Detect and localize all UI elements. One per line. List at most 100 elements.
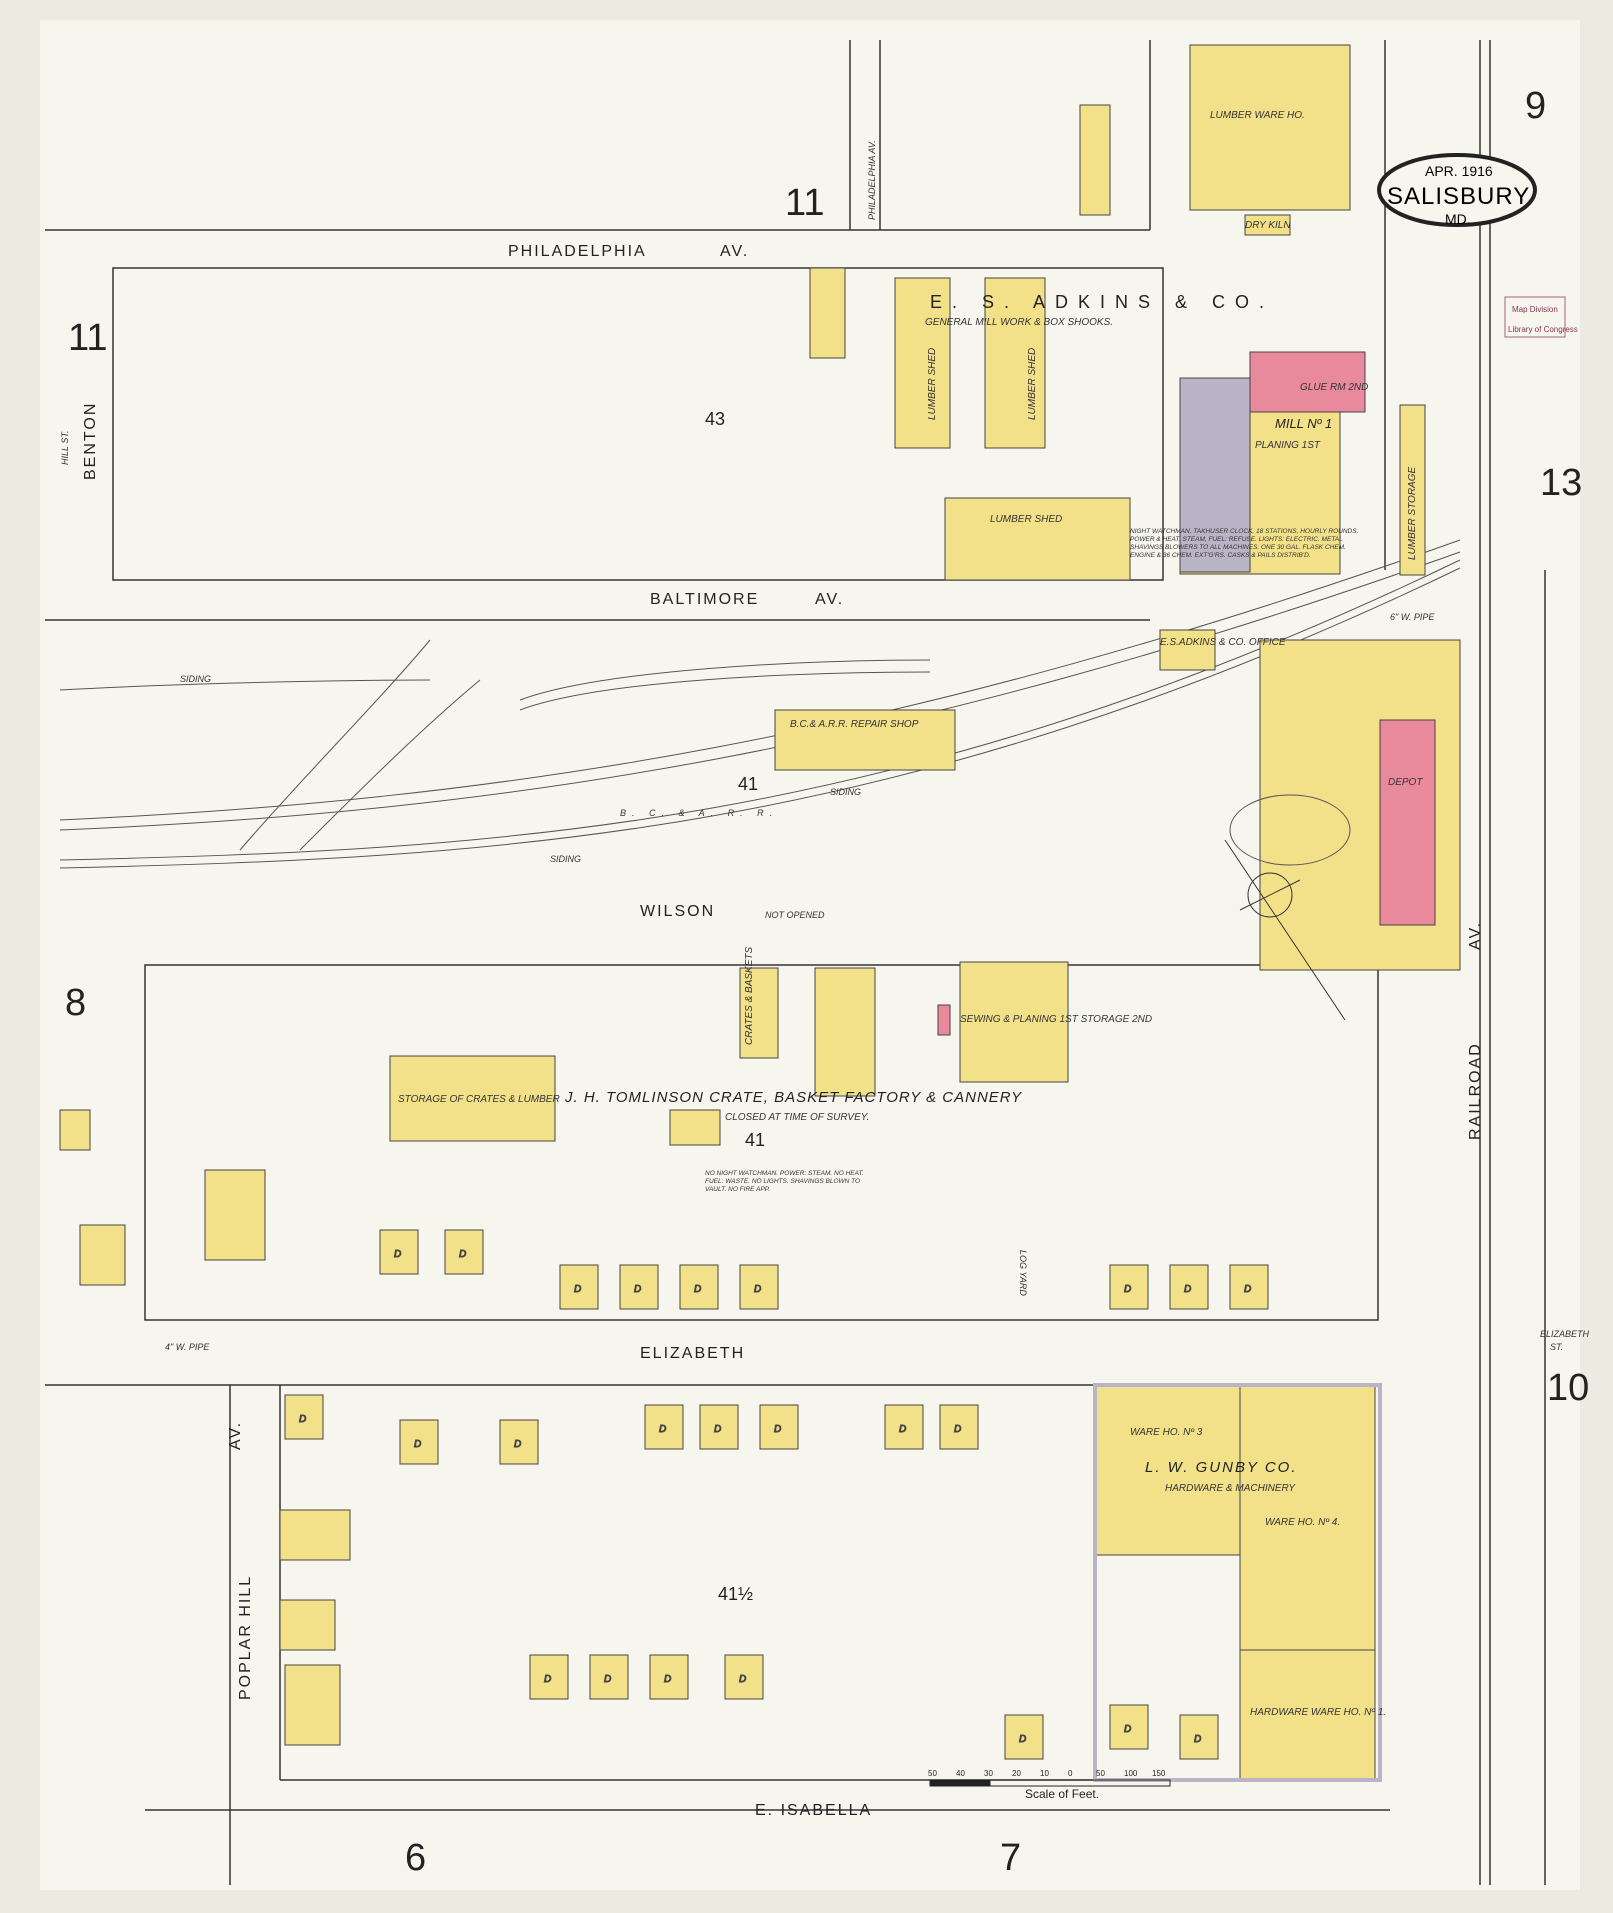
street-poplar-hill: POPLAR HILL: [237, 1575, 254, 1700]
crates-baskets-label: CRATES & BASKETS: [744, 946, 755, 1045]
sheet-city: SALISBURY: [1387, 183, 1530, 210]
street-elizabeth-east: ELIZABETH: [1540, 1329, 1590, 1339]
dwelling-label: D: [1194, 1734, 1201, 1745]
dwelling-label: D: [694, 1284, 701, 1295]
dwelling-label: D: [899, 1424, 906, 1435]
dwelling: [739, 1264, 779, 1310]
repair-shop-label: B.C.& A.R.R. REPAIR SHOP: [790, 719, 919, 730]
dwelling: [759, 1404, 799, 1450]
street-philadelphia-av: AV.: [720, 243, 749, 260]
dwelling-label: D: [544, 1674, 551, 1685]
lumber-shed-1: LUMBER SHED: [927, 348, 938, 420]
dwelling: [679, 1264, 719, 1310]
dwelling-label: D: [714, 1424, 721, 1435]
dwelling: [1004, 1714, 1044, 1760]
street-philadelphia: PHILADELPHIA: [508, 243, 647, 260]
dwelling: [699, 1404, 739, 1450]
storage-crates-label: STORAGE OF CRATES & LUMBER: [398, 1094, 560, 1105]
scale-tick-label: 20: [1012, 1769, 1021, 1778]
glue-room-label: GLUE RM 2ND: [1300, 382, 1368, 393]
dwelling-label: D: [394, 1249, 401, 1260]
rr-label: B. C. & A. R. R.: [620, 808, 778, 818]
dwelling: [649, 1654, 689, 1700]
scale-tick-label: 10: [1040, 1769, 1049, 1778]
dwelling: [1229, 1264, 1269, 1310]
dwelling-label: D: [739, 1674, 746, 1685]
street-railroad: RAILROAD: [1467, 1042, 1484, 1140]
siding-label-1: SIDING: [830, 787, 861, 797]
dwelling: [884, 1404, 924, 1450]
street-wilson-note: NOT OPENED: [765, 910, 825, 920]
dwelling-label: D: [604, 1674, 611, 1685]
dwelling-label: D: [1184, 1284, 1191, 1295]
scale-tick-label: 50: [928, 1769, 937, 1778]
dwelling-label: D: [414, 1439, 421, 1450]
sheet-state: MD.: [1445, 211, 1471, 227]
dwelling: [1169, 1264, 1209, 1310]
dwelling-label: D: [659, 1424, 666, 1435]
log-yard-label: LOG YARD: [1018, 1250, 1028, 1296]
compass-rose: [1224, 839, 1346, 1021]
closed-label: CLOSED AT TIME OF SURVEY.: [725, 1112, 869, 1123]
adkins-office-label: E.S.ADKINS & CO. OFFICE: [1160, 637, 1286, 648]
block-41-factory: 41: [745, 1130, 765, 1150]
tomlinson-label: J. H. TOMLINSON CRATE, BASKET FACTORY & …: [564, 1089, 1022, 1106]
scale-label: Scale of Feet.: [1025, 1787, 1099, 1801]
dwelling: [559, 1264, 599, 1310]
dwelling: [284, 1394, 324, 1440]
dwelling: [619, 1264, 659, 1310]
scale-tick-label: 0: [1068, 1769, 1073, 1778]
street-philadelphia-vertical: PHILADELPHIA AV.: [867, 140, 877, 220]
dwelling-label: D: [299, 1414, 306, 1425]
mill-no1-label: MILL Nº 1: [1275, 416, 1332, 431]
watch-note: NIGHT WATCHMAN, TAKHUSER CLOCK, 18 STATI…: [1130, 528, 1359, 559]
dwelling-label: D: [1124, 1724, 1131, 1735]
sheet-number: 9: [1525, 85, 1546, 127]
block-41-rail: 41: [738, 774, 758, 794]
dwelling-label: D: [1244, 1284, 1251, 1295]
dwelling: [589, 1654, 629, 1700]
adjacent-sheet-top: 11: [785, 182, 824, 224]
dwelling: [1109, 1704, 1149, 1750]
street-elizabeth: ELIZABETH: [640, 1345, 745, 1362]
street-wilson: WILSON: [640, 903, 715, 920]
library-stamp-2: Library of Congress: [1508, 325, 1578, 334]
siding-label-3: SIDING: [180, 674, 211, 684]
lumber-shed-2: LUMBER SHED: [1027, 348, 1038, 420]
dwelling: [444, 1229, 484, 1275]
adjacent-sheet-right-top: 13: [1540, 462, 1582, 504]
adjacent-sheet-bottom-left: 6: [405, 1837, 426, 1879]
dwelling-label: D: [459, 1249, 466, 1260]
ware3-label: WARE HO. Nº 3: [1130, 1427, 1203, 1438]
depot-label: DEPOT: [1388, 777, 1423, 788]
dwelling-label: D: [1124, 1284, 1131, 1295]
dwelling: [724, 1654, 764, 1700]
scale-tick-label: 30: [984, 1769, 993, 1778]
adkins-name: E. S. ADKINS & CO.: [930, 292, 1274, 312]
street-poplar-hill-av: AV.: [227, 1421, 244, 1450]
library-stamp-1: Map Division: [1512, 305, 1558, 314]
dwelling-label: D: [774, 1424, 781, 1435]
dwelling-label: D: [1019, 1734, 1026, 1745]
lumber-storage-label: LUMBER STORAGE: [1407, 467, 1418, 560]
dwelling-label: D: [574, 1284, 581, 1295]
scale-tick-label: 50: [1096, 1769, 1105, 1778]
dwelling-label: D: [664, 1674, 671, 1685]
sheet-date: APR. 1916: [1425, 163, 1493, 179]
dwelling: [529, 1654, 569, 1700]
lumber-shed-label: LUMBER SHED: [990, 514, 1062, 525]
dwelling-label: D: [634, 1284, 641, 1295]
scale-tick-label: 150: [1152, 1769, 1166, 1778]
mill-planing-label: PLANING 1ST: [1255, 440, 1321, 451]
water-pipe-label: 6" W. PIPE: [1390, 612, 1435, 622]
gunby-sub-label: HARDWARE & MACHINERY: [1165, 1483, 1296, 1494]
street-e-isabella: E. ISABELLA: [755, 1802, 872, 1819]
dwelling-label: D: [954, 1424, 961, 1435]
block-43: 43: [705, 409, 725, 429]
adjacent-sheet-right-bottom: 10: [1547, 1367, 1589, 1409]
dwelling: [1179, 1714, 1219, 1760]
dwelling: [939, 1404, 979, 1450]
gunby-label: L. W. GUNBY CO.: [1145, 1459, 1298, 1476]
